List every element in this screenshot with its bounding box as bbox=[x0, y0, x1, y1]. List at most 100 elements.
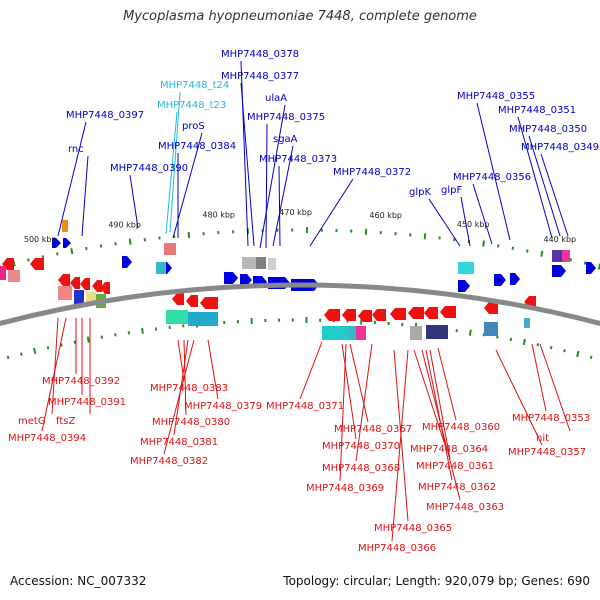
backbone-layer bbox=[0, 282, 600, 327]
outer-tick bbox=[583, 261, 587, 265]
inner-tick bbox=[549, 345, 553, 350]
plus-leader bbox=[309, 178, 354, 247]
plus-gene-arrow bbox=[63, 238, 71, 248]
plus-gene-label: MHP7448_0356 bbox=[453, 172, 531, 183]
inner-tick bbox=[46, 346, 50, 350]
outer-tick bbox=[540, 250, 544, 257]
outer-tick bbox=[128, 238, 132, 245]
minus-gene-label: MHP7448_0381 bbox=[140, 437, 218, 448]
minus-gene-label: MHP7448_0370 bbox=[322, 441, 400, 452]
plus-gene-label: glpF bbox=[441, 185, 462, 196]
feature-block bbox=[0, 266, 6, 280]
minus-gene-arrow bbox=[342, 309, 356, 321]
plus-leader bbox=[240, 82, 255, 247]
minus-gene-label: MHP7448_0392 bbox=[42, 376, 120, 387]
minus-leader bbox=[531, 343, 547, 412]
minus-gene-label: MHP7448_0394 bbox=[8, 433, 86, 444]
outer-tick bbox=[187, 231, 191, 239]
inner-tick bbox=[589, 355, 593, 359]
plus-leader bbox=[259, 104, 286, 249]
minus-gene-arrow bbox=[390, 308, 406, 320]
minus-gene-arrow bbox=[358, 310, 372, 322]
plus-gene-arrow bbox=[122, 256, 132, 268]
feature-block bbox=[188, 312, 218, 326]
plus-leader bbox=[129, 174, 139, 229]
minus-gene-label: MHP7448_0371 bbox=[266, 401, 344, 412]
genome-backbone bbox=[0, 282, 600, 327]
outer-tick bbox=[70, 247, 74, 255]
inner-tick bbox=[73, 340, 77, 344]
feature-block bbox=[62, 220, 68, 232]
plus-gene-arrow bbox=[224, 272, 238, 284]
plus-gene-label: ulaA bbox=[265, 93, 287, 104]
outer-tick bbox=[85, 246, 88, 251]
minus-gene-arrow bbox=[372, 309, 386, 321]
plus-leader bbox=[278, 165, 281, 247]
plus-leader bbox=[265, 123, 268, 249]
leader-layer bbox=[41, 60, 571, 542]
minus-leader bbox=[429, 349, 451, 460]
minus-gene-arrow bbox=[92, 280, 102, 292]
plus-leader bbox=[81, 155, 89, 237]
inner-tick bbox=[141, 327, 144, 334]
inner-tick bbox=[6, 355, 10, 360]
feature-block bbox=[524, 318, 530, 328]
inner-tick bbox=[522, 338, 526, 346]
minus-gene-label: MHP7448_0379 bbox=[184, 401, 262, 412]
minus-leader bbox=[495, 349, 543, 446]
plus-gene-label: MHP7448_0375 bbox=[247, 112, 325, 123]
minus-gene-arrow bbox=[70, 277, 80, 289]
inner-tick bbox=[60, 343, 63, 347]
minus-leader bbox=[391, 349, 409, 542]
minus-gene-label: MHP7448_0383 bbox=[150, 383, 228, 394]
plus-gene-arrow bbox=[458, 280, 470, 292]
plus-gene-arrow bbox=[586, 262, 596, 274]
feature-block bbox=[348, 326, 358, 340]
plus-leader bbox=[476, 102, 511, 241]
minus-gene-label: MHP7448_0360 bbox=[422, 422, 500, 433]
minus-gene-label: MHP7448_0367 bbox=[334, 424, 412, 435]
plus-gene-label: MHP7448_0378 bbox=[221, 49, 299, 60]
minus-gene-label: MHP7448_0362 bbox=[418, 482, 496, 493]
minus-gene-label: MHP7448_0380 bbox=[152, 417, 230, 428]
minus-gene-arrow bbox=[440, 306, 456, 318]
inner-tick bbox=[496, 335, 499, 339]
scale-label: 470 kbp bbox=[279, 208, 312, 217]
minus-gene-arrow bbox=[424, 307, 438, 319]
minus-gene-label: MHP7448_0366 bbox=[358, 543, 436, 554]
inner-tick bbox=[20, 352, 23, 356]
plus-leader bbox=[472, 183, 493, 245]
minus-gene-label: metG bbox=[18, 416, 46, 427]
feature-layer bbox=[0, 220, 596, 340]
plus-leader bbox=[528, 135, 561, 237]
minus-gene-arrow bbox=[408, 307, 424, 319]
minus-leader bbox=[41, 317, 67, 432]
minus-gene-label: MHP7448_0353 bbox=[512, 413, 590, 424]
minus-leader bbox=[51, 317, 59, 415]
feature-block bbox=[426, 325, 448, 339]
plus-leader bbox=[517, 116, 553, 239]
minus-leader bbox=[349, 343, 369, 423]
inner-tick bbox=[563, 349, 566, 353]
plus-gene-arrow bbox=[52, 238, 61, 248]
plus-gene-arrow bbox=[510, 273, 520, 285]
feature-block bbox=[458, 262, 474, 274]
plus-leader bbox=[428, 198, 461, 247]
inner-tick bbox=[86, 336, 90, 343]
minus-leader bbox=[425, 349, 453, 481]
plus-gene-arrow bbox=[240, 274, 252, 286]
minus-leader bbox=[163, 339, 195, 455]
minus-gene-arrow bbox=[58, 274, 70, 286]
inner-tick bbox=[576, 350, 580, 358]
scale-label: 480 kbp bbox=[202, 211, 235, 220]
minus-gene-arrow bbox=[484, 302, 498, 314]
plus-leader bbox=[57, 121, 87, 237]
plus-leader bbox=[272, 145, 294, 247]
plus-gene-arrow bbox=[552, 265, 566, 277]
inner-tick bbox=[536, 343, 540, 347]
minus-gene-arrow bbox=[324, 309, 340, 321]
plus-leader bbox=[540, 153, 569, 237]
feature-block bbox=[256, 257, 266, 269]
feature-block bbox=[410, 326, 422, 340]
